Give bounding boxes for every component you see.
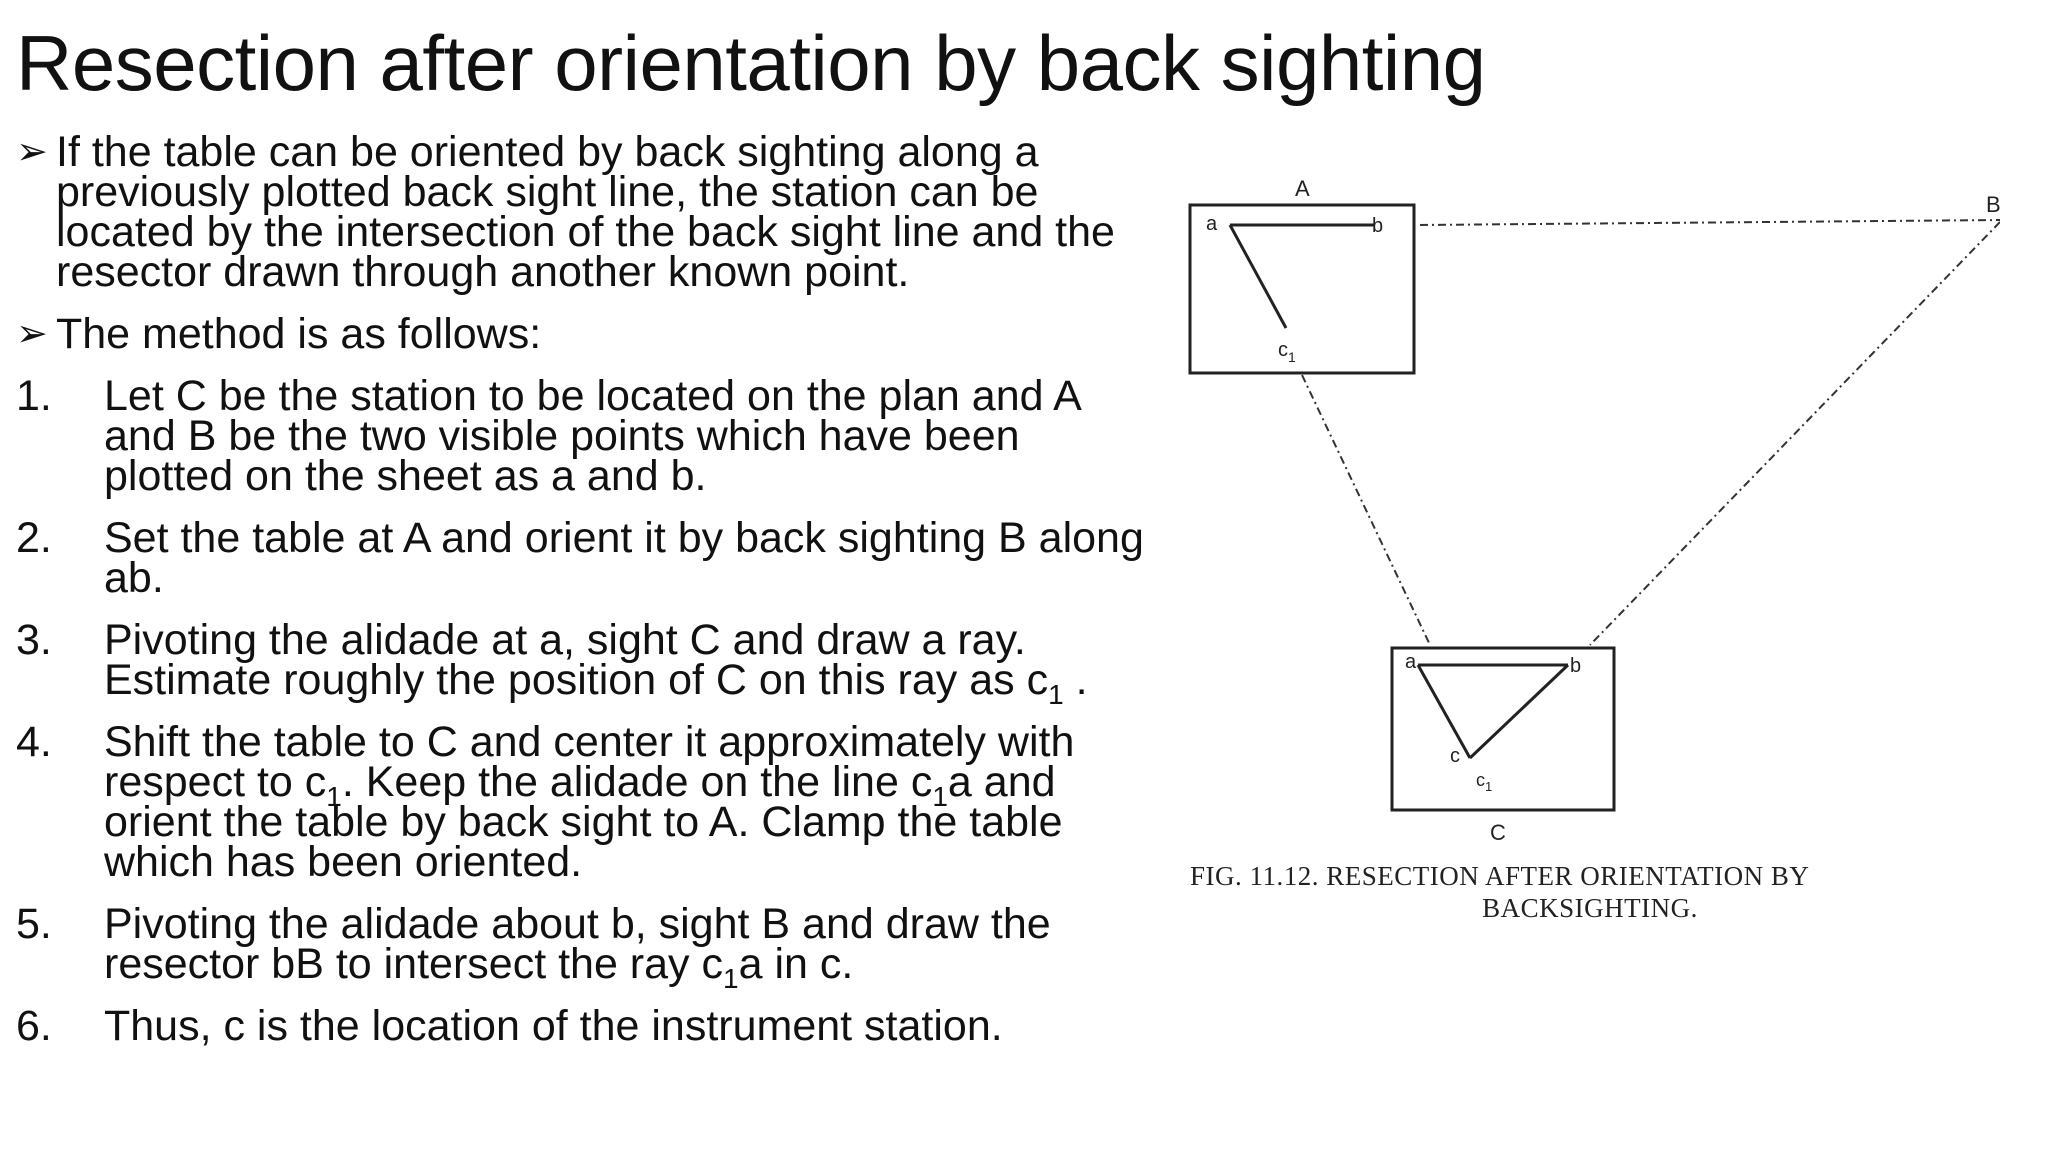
step-text: Shift the table to C and center it appro…	[104, 718, 1075, 886]
label-c-bottom: c	[1450, 745, 1460, 767]
label-a-top: a	[1206, 213, 1218, 235]
step-number: 4.	[16, 718, 52, 766]
plane-table-a	[1188, 203, 1416, 375]
ray-ac1-bottom	[1416, 664, 1472, 759]
step-text: Pivoting the alidade about b, sight B an…	[104, 900, 1051, 994]
resector-line-bc	[1468, 663, 1570, 760]
label-B: B	[1986, 192, 2000, 217]
resection-diagram: A B C a b c1 a b c c1	[1188, 176, 2000, 845]
caption-line-1: FIG. 11.12. RESECTION AFTER ORIENTATION …	[1190, 861, 1810, 891]
slide-body: ➢ If the table can be oriented by back s…	[16, 131, 1146, 1068]
step-1: 1. Let C be the station to be located on…	[16, 372, 1146, 498]
step-text: Set the table at A and orient it by back…	[104, 514, 1144, 602]
caption-line-2: BACKSIGHTING.	[1482, 893, 1698, 923]
bullet-intro: ➢ If the table can be oriented by back s…	[16, 131, 1146, 294]
step-6: 6. Thus, c is the location of the instru…	[16, 1002, 1146, 1050]
backsight-line-bB	[1419, 219, 2000, 226]
label-a-bottom: a	[1405, 651, 1417, 673]
step-2: 2. Set the table at A and orient it by b…	[16, 514, 1146, 600]
step-number: 1.	[16, 372, 52, 420]
label-c1-top: c1	[1278, 339, 1296, 365]
step-text: Thus, c is the location of the instrumen…	[104, 1002, 1003, 1050]
label-A: A	[1295, 176, 1310, 201]
step-number: 2.	[16, 514, 52, 562]
step-text: Let C be the station to be located on th…	[104, 372, 1080, 500]
bullet-method: ➢ The method is as follows:	[16, 313, 1146, 356]
step-4: 4. Shift the table to C and center it ap…	[16, 718, 1146, 884]
bullet-text: The method is as follows:	[56, 310, 542, 358]
step-5: 5. Pivoting the alidade about b, sight B…	[16, 900, 1146, 993]
step-number: 5.	[16, 900, 52, 948]
plane-table-c	[1390, 646, 1616, 812]
label-c1-bottom: c1	[1476, 770, 1492, 794]
resection-figure: A B C a b c1 a b c c1	[1160, 160, 2000, 940]
resector-line-B-to-C	[1589, 221, 2000, 646]
label-C: C	[1490, 820, 1506, 845]
step-number: 6.	[16, 1002, 52, 1050]
step-3: 3. Pivoting the alidade at a, sight C an…	[16, 616, 1146, 709]
bullet-text: If the table can be oriented by back sig…	[56, 128, 1115, 296]
label-b-top: b	[1372, 215, 1383, 237]
ray-ac1-top	[1228, 224, 1288, 329]
step-number: 3.	[16, 616, 52, 664]
arrow-bullet-icon: ➢	[16, 313, 48, 355]
step-text: Pivoting the alidade at a, sight C and d…	[104, 616, 1088, 710]
slide-title: Resection after orientation by back sigh…	[16, 19, 1486, 107]
line-A-to-C	[1301, 374, 1431, 646]
arrow-bullet-icon: ➢	[16, 131, 48, 173]
label-b-bottom: b	[1570, 655, 1581, 677]
figure-caption: FIG. 11.12. RESECTION AFTER ORIENTATION …	[1190, 860, 1990, 924]
